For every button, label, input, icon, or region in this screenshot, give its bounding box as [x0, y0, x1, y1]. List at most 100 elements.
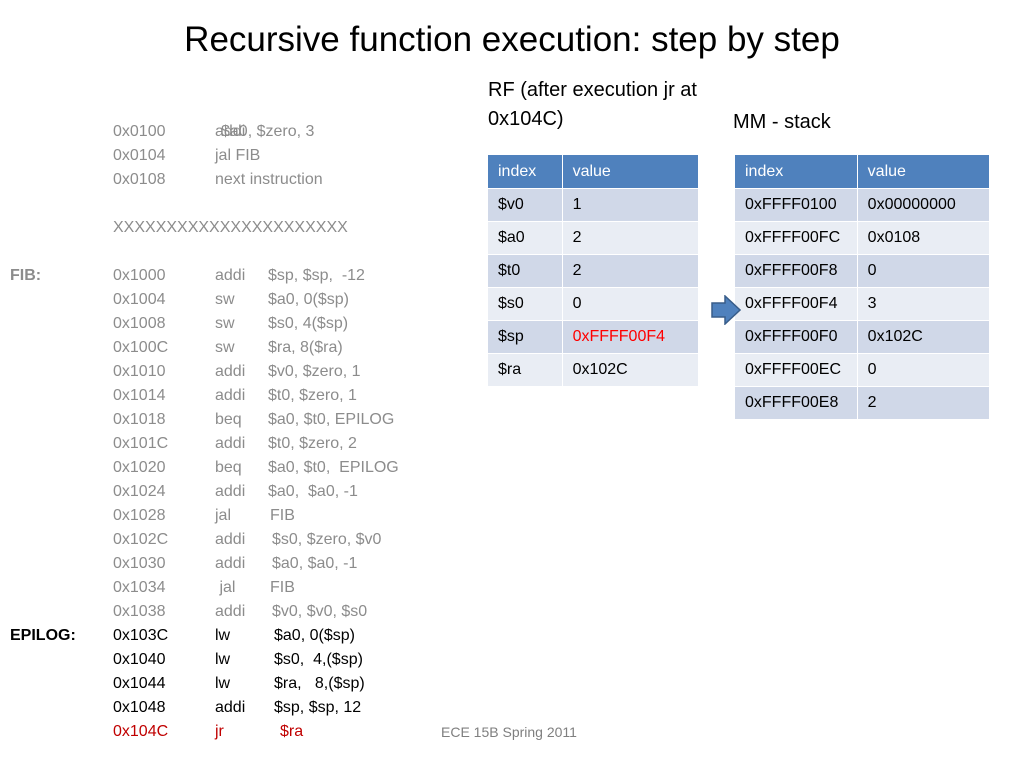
code-operands: $a0, $zero, 3	[221, 123, 315, 140]
code-operands: $s0, $zero, $v0	[272, 531, 382, 548]
code-address: 0x1034	[113, 579, 166, 596]
code-operands: $a0, $t0, EPILOG	[268, 411, 395, 428]
code-address: 0x1004	[113, 291, 166, 308]
code-address: 0x0100	[113, 123, 166, 140]
cell-index: $sp	[487, 320, 563, 354]
code-operands: $t0, $zero, 1	[268, 387, 357, 404]
code-opcode: lw	[215, 627, 231, 644]
code-address: 0x0108	[113, 171, 166, 188]
code-address: 0x1038	[113, 603, 166, 620]
cell-value: 2	[561, 221, 700, 255]
cell-value: 0	[856, 353, 991, 387]
code-opcode: addi	[215, 699, 246, 716]
cell-value: 0x00000000	[856, 188, 991, 222]
right-arrow-icon	[711, 295, 741, 325]
code-line: 0x0100 addi$a0, $zero, 3	[0, 120, 480, 144]
cell-index: $ra	[487, 353, 563, 387]
code-address: 0x1020	[113, 459, 166, 476]
code-operands: $s0, 4,($sp)	[274, 651, 363, 668]
code-opcode: addi	[215, 123, 246, 140]
code-opcode: addi	[215, 435, 246, 452]
code-operands: $sp, $sp, 12	[274, 699, 362, 716]
code-opcode: sw	[215, 315, 235, 332]
cell-value: 3	[856, 287, 991, 321]
column-header-value: value	[856, 154, 991, 189]
cell-index: $t0	[487, 254, 563, 288]
code-operands: $sp, $sp, -12	[268, 267, 365, 284]
code-opcode: addi	[215, 603, 246, 620]
cell-index: $v0	[487, 188, 563, 222]
cell-index: 0xFFFF0100	[734, 188, 858, 222]
table-header-row: index value	[487, 154, 700, 189]
cell-value: 0x0108	[856, 221, 991, 255]
code-operands: $s0, 4($sp)	[268, 315, 349, 332]
code-operands: $a0, $a0, -1	[268, 483, 358, 500]
code-opcode: beq	[215, 411, 242, 428]
code-line	[0, 192, 480, 216]
code-opcode: jal	[215, 579, 236, 596]
cell-value: 0xFFFF00F4	[561, 320, 700, 354]
code-address: 0x1008	[113, 315, 166, 332]
cell-index: $s0	[487, 287, 563, 321]
code-address: XXXXXXXXXXXXXXXXXXXXXX	[113, 219, 348, 236]
code-address: 0x1048	[113, 699, 166, 716]
code-opcode: next instruction	[215, 171, 323, 188]
code-address: 0x1018	[113, 411, 166, 428]
column-header-value: value	[561, 154, 700, 189]
code-operands: $ra, 8($ra)	[268, 339, 343, 356]
memory-stack-caption: MM - stack	[733, 111, 831, 133]
code-address: 0x0104	[113, 147, 166, 164]
code-opcode: sw	[215, 291, 235, 308]
code-opcode: addi	[215, 531, 246, 548]
code-address: 0x1014	[113, 387, 166, 404]
cell-index: 0xFFFF00E8	[734, 386, 858, 420]
code-operands: FIB	[270, 507, 295, 524]
code-opcode: lw	[215, 651, 231, 668]
code-line: 0x1018 beq $a0, $t0, EPILOG	[0, 408, 480, 432]
cell-index: 0xFFFF00F8	[734, 254, 858, 288]
code-address: 0x1044	[113, 675, 166, 692]
code-operands: $ra, 8,($sp)	[274, 675, 365, 692]
code-line: XXXXXXXXXXXXXXXXXXXXXX	[0, 216, 480, 240]
cell-index: 0xFFFF00F0	[734, 320, 858, 354]
code-address: 0x1030	[113, 555, 166, 572]
code-opcode: sw	[215, 339, 235, 356]
cell-value: 2	[561, 254, 700, 288]
cell-value: 0x102C	[561, 353, 700, 387]
code-line: 0x1014 addi $t0, $zero, 1	[0, 384, 480, 408]
code-opcode: addi	[215, 387, 246, 404]
cell-index: $a0	[487, 221, 563, 255]
cell-index: 0xFFFF00EC	[734, 353, 858, 387]
code-address: 0x104C	[113, 723, 169, 740]
code-label: FIB:	[10, 267, 42, 284]
code-operands: $v0, $zero, 1	[268, 363, 361, 380]
code-operands: $a0, $t0, EPILOG	[268, 459, 399, 476]
cell-value: 0	[561, 287, 700, 321]
code-address: 0x101C	[113, 435, 169, 452]
